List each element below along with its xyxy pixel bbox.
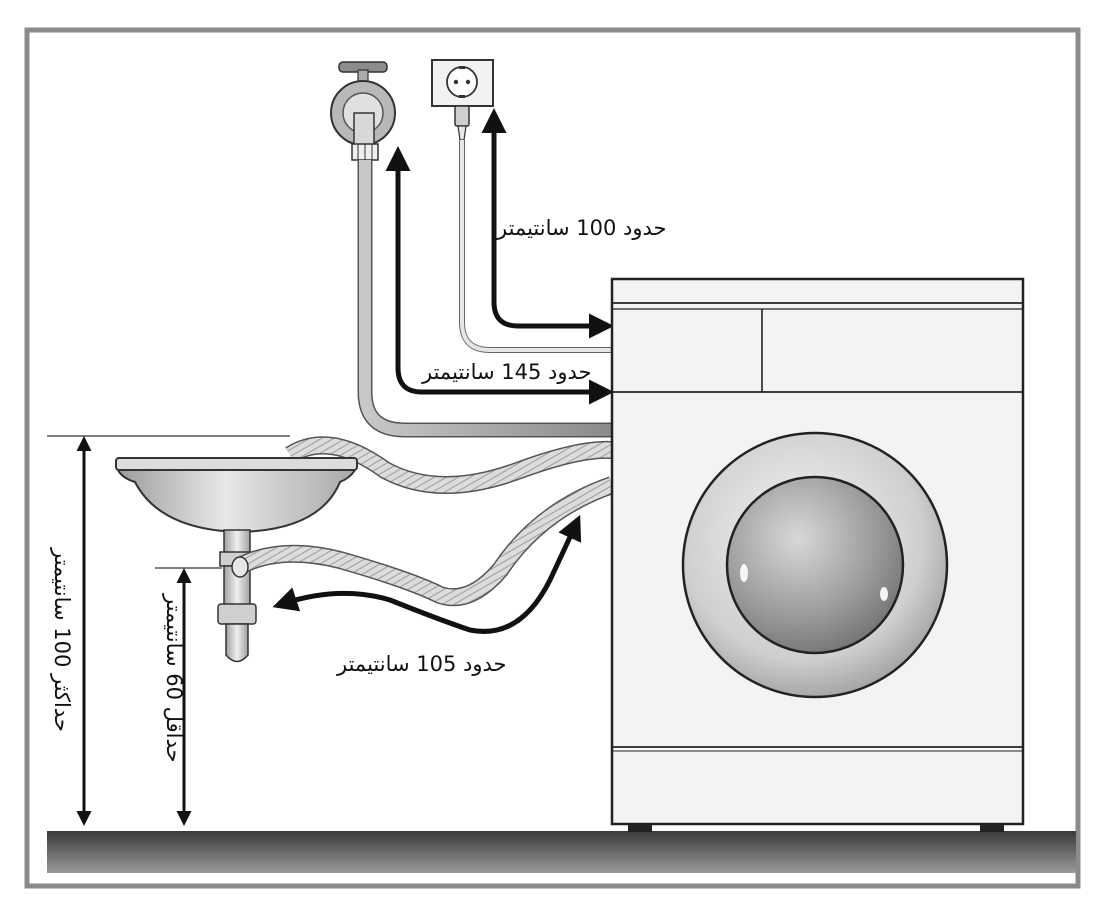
min-height-label: حداقل 60 سانتيمتر [162, 594, 186, 763]
power-cord [459, 140, 612, 353]
water-hose-arrow [385, 146, 614, 405]
frame-border [24, 27, 1081, 889]
max-height-label: حداكثر 100 سانتيمتر [50, 548, 74, 732]
washing-machine-icon [610, 277, 1025, 832]
drain-hose-arrow [272, 514, 582, 634]
floor [47, 831, 1076, 873]
power-cord-length-label: حدود 100 سانتيمتر [497, 216, 667, 240]
water-hose-length-label: حدود 145 سانتيمتر [422, 360, 592, 384]
drain-hose-length-label: حدود 105 سانتيمتر [337, 652, 507, 676]
power-plug-icon [454, 105, 470, 141]
water-tap-icon [330, 61, 396, 161]
power-socket-icon [431, 59, 494, 107]
